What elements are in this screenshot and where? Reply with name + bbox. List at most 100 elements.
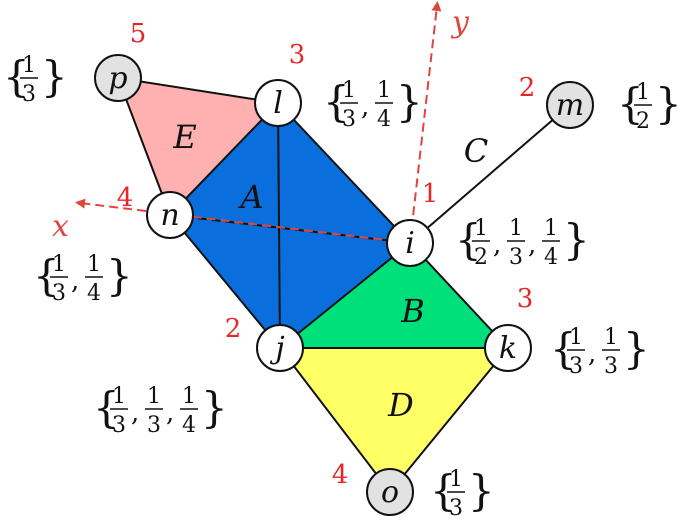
fraction-numerator: 1 [112,384,126,409]
node-m-fraction-set: {12} [617,79,682,134]
brace: { [617,79,644,128]
brace: } [468,466,495,515]
brace: { [455,215,482,264]
node-i: i [386,219,434,267]
y-axis-label: y [450,5,470,40]
node-n-fraction-set: {13,14} [33,251,133,306]
fraction-numerator: 1 [182,384,196,409]
fraction-denominator: 3 [449,496,463,521]
node-j-number: 2 [225,314,242,344]
fraction: 14 [85,252,103,306]
fraction-denominator: 3 [147,413,161,438]
fraction: 13 [110,384,128,438]
fraction-denominator: 3 [22,82,36,107]
node-k-label: k [499,331,517,366]
brace: } [396,77,423,126]
edge-p-n [117,77,171,216]
node-n-number: 4 [117,183,134,213]
y-axis-arrow [409,1,442,244]
fraction-numerator: 1 [52,252,66,277]
fraction: 12 [472,216,490,270]
brace: { [323,77,350,126]
region-label-E: E [172,118,196,156]
brace: { [93,383,120,432]
node-p-number: 5 [130,19,147,49]
fraction-denominator: 3 [509,245,523,270]
node-p-fraction-set: {13} [3,52,68,107]
brace: } [563,215,590,264]
node-l-circle [254,79,302,127]
brace: { [430,466,457,515]
fraction-numerator: 1 [474,216,488,241]
fraction: 13 [20,53,38,107]
fraction-numerator: 1 [147,384,161,409]
node-k-circle [484,324,532,372]
comma: , [493,230,501,260]
node-i-circle [386,219,434,267]
brace: } [623,324,650,373]
comma: , [588,339,596,369]
node-m-number: 2 [519,73,536,103]
node-k-number: 3 [517,284,534,314]
brace: } [41,52,68,101]
fraction-numerator: 1 [636,80,650,105]
fraction: 12 [634,80,652,134]
region-D [280,348,508,492]
edge-p-l [117,77,279,104]
node-l-number: 3 [289,40,306,70]
fraction-denominator: 2 [636,109,650,134]
edge-l-i [277,102,411,244]
node-m-label: m [556,88,584,123]
fraction-numerator: 1 [449,467,463,492]
fraction: 13 [447,467,465,521]
node-j-circle [256,324,304,372]
fraction-numerator: 1 [569,325,583,350]
edge-i-m [409,104,571,244]
brace: { [550,324,577,373]
region-label-B: B [400,292,425,330]
region-label-C: C [464,132,488,170]
node-o-label: o [381,475,399,510]
node-o-circle [366,468,414,516]
region-label-A: A [237,178,263,216]
node-k: k [484,324,532,372]
fraction-numerator: 1 [87,252,101,277]
comma: , [71,266,79,296]
brace: } [201,383,228,432]
fraction-denominator: 3 [569,354,583,379]
fraction-numerator: 1 [377,78,391,103]
node-p: p [94,54,142,102]
node-n: n [146,191,194,239]
fraction-numerator: 1 [544,216,558,241]
fraction-denominator: 3 [342,107,356,132]
node-i-label: i [405,226,415,261]
edge-l-n [169,102,279,216]
node-l-label: l [273,86,283,121]
node-l-fraction-set: {13,14} [323,77,423,132]
edge-i-j [279,242,411,349]
comma: , [166,398,174,428]
fraction: 13 [145,384,163,438]
brace: { [33,251,60,300]
node-n-label: n [160,198,179,233]
node-j-fraction-set: {13,13,14} [93,383,228,438]
fraction: 13 [507,216,525,270]
fraction: 14 [180,384,198,438]
x-axis-label: x [52,209,69,244]
fraction-numerator: 1 [342,78,356,103]
node-o: o [366,468,414,516]
edge-k-o [389,347,509,493]
node-l: l [254,79,302,127]
region-label-D: D [387,386,414,424]
fraction-numerator: 1 [22,53,36,78]
fraction-denominator: 3 [52,281,66,306]
brace: { [3,52,30,101]
fraction-numerator: 1 [604,325,618,350]
comma: , [528,230,536,260]
node-p-label: p [108,61,127,96]
fraction: 14 [542,216,560,270]
comma: , [361,92,369,122]
brace: } [106,251,133,300]
node-n-circle [146,191,194,239]
region-B [280,243,508,348]
